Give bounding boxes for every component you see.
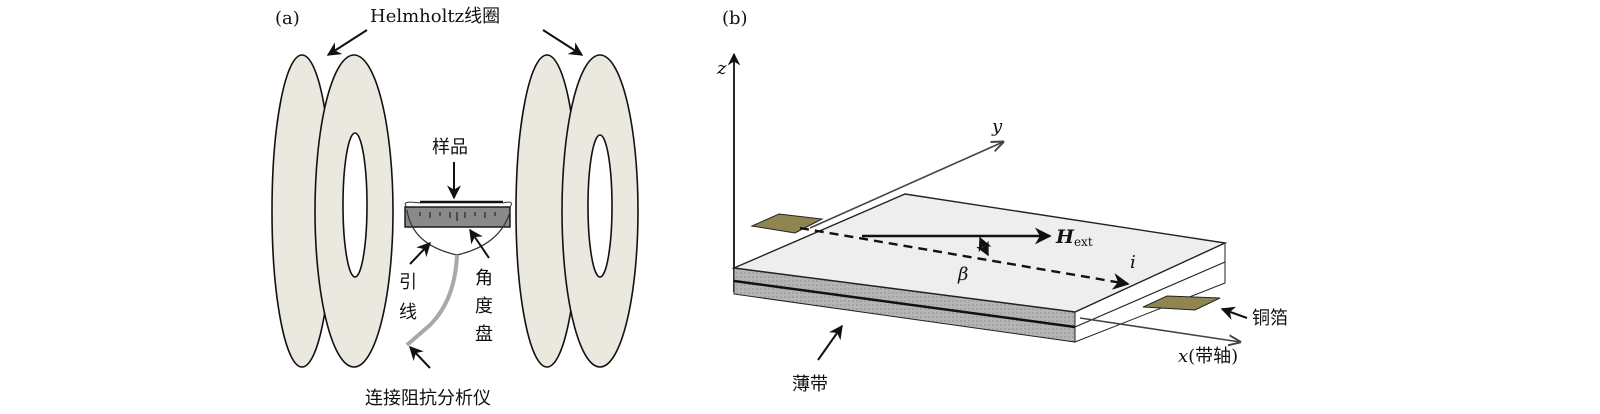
dial-label-3: 盘 [475,324,493,345]
current-direction-line [799,226,1130,290]
analyzer-label: 连接阻抗分析仪 [365,388,491,409]
x-axis [1079,317,1240,342]
coil-arrow-right [542,29,584,56]
lead-label-2: 线 [399,302,417,323]
coil-arrow-left [326,29,368,56]
dial-label-2: 度 [475,296,493,317]
x-axis-note: (带轴) [1188,346,1238,367]
external-field-label: Hext [1055,226,1093,249]
panel-a-label: (a) [275,8,300,29]
copper-pad-left [750,213,824,234]
angle-label: β [957,264,968,285]
right-coil-pair [515,54,639,368]
copper-pad-right [1142,295,1221,311]
sample-label: 样品 [432,137,468,158]
ribbon-arrow [817,324,843,361]
current-label: i [1130,252,1136,273]
dial-label-1: 角 [475,268,493,289]
analyzer-cable [405,254,459,347]
panel-a: (a) Helmholtz线圈 样品 [271,6,639,409]
left-coil-pair [271,54,394,368]
helmholtz-coil-label: Helmholtz线圈 [370,6,500,27]
angle-arc [976,236,992,257]
dial-arrow [469,228,490,259]
angle-dial [404,200,512,228]
ribbon-slab [731,193,1228,343]
y-axis [809,142,1003,229]
field-symbol: H [1055,226,1075,248]
panel-b: (b) z y i Hext β x(带轴) [716,8,1288,395]
copper-label: 铜箔 [1252,308,1288,329]
lead-label-1: 引 [399,272,417,293]
lead-arrow [409,241,431,265]
panel-b-label: (b) [722,8,748,29]
field-subscript: ext [1074,235,1093,249]
analyzer-arrow [409,345,431,369]
y-axis-label: y [991,116,1003,137]
copper-arrow [1220,306,1248,320]
x-axis-var: x [1178,346,1188,367]
ribbon-label: 薄带 [792,374,828,395]
x-axis-label: x(带轴) [1178,346,1238,367]
z-axis-label: z [716,58,727,79]
